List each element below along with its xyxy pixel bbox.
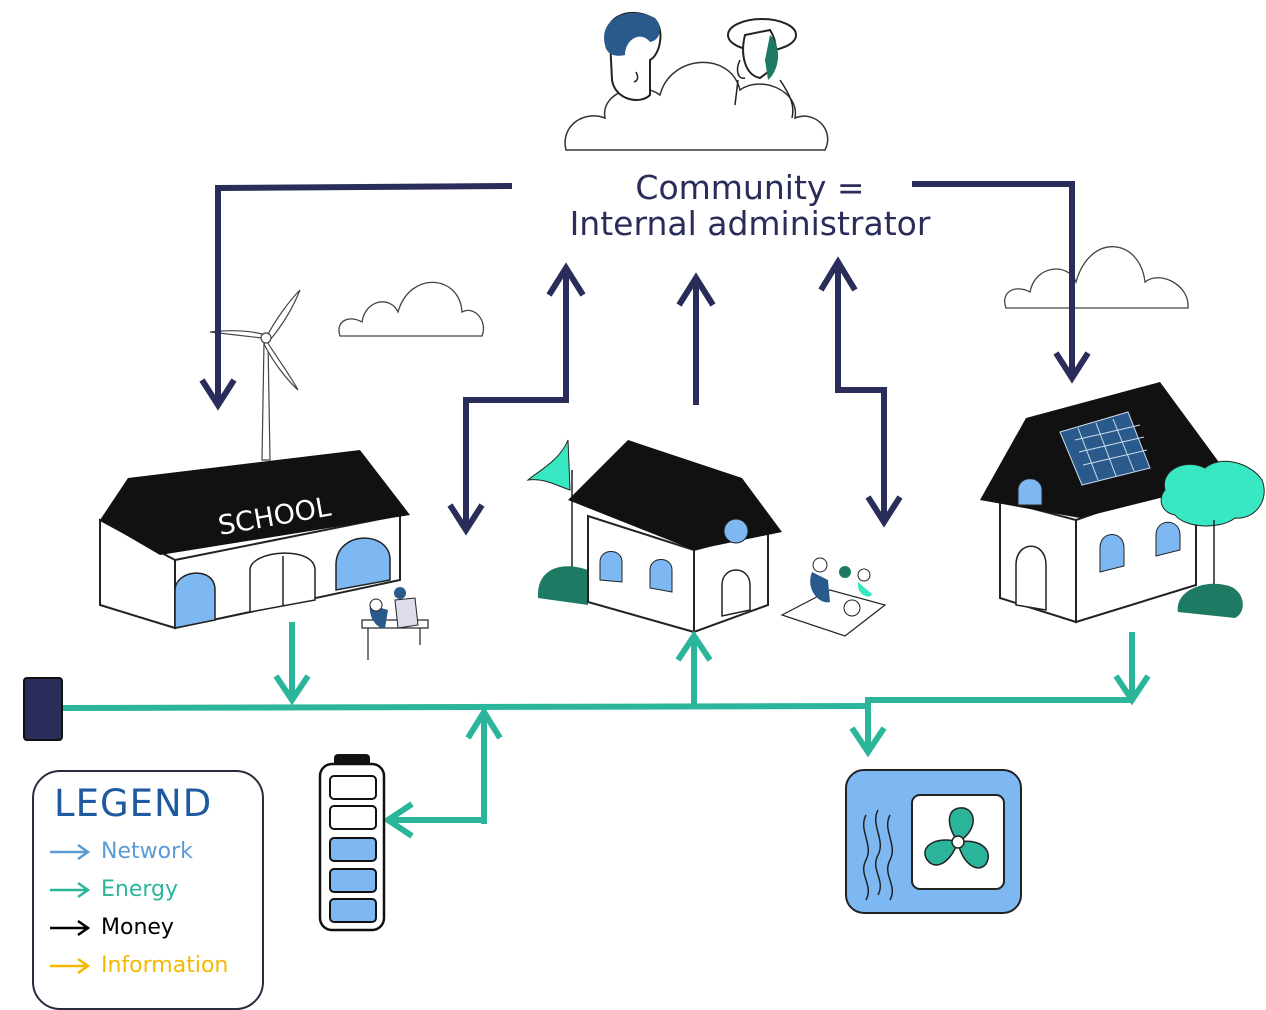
network-arrow-icon xyxy=(50,843,91,861)
legend-item-network: Network xyxy=(48,837,193,867)
information-arrow-icon xyxy=(50,957,91,975)
legend-item-money: Money xyxy=(48,913,174,943)
legend-label-money: Money xyxy=(101,915,174,940)
energy-network xyxy=(61,622,1151,839)
legend-label-information: Information xyxy=(101,953,229,978)
energy-bus xyxy=(61,703,869,711)
money-arrow-icon xyxy=(50,919,91,937)
legend: LEGEND Network Energy Money Information xyxy=(32,770,264,1010)
school-building: SCHOOL xyxy=(99,450,410,630)
title-line-1: Community = xyxy=(635,168,865,207)
legend-label-network: Network xyxy=(101,839,193,864)
wind-turbine xyxy=(209,289,301,461)
title-line-2: Internal administrator xyxy=(569,204,931,243)
legend-item-energy: Energy xyxy=(48,875,178,905)
arrow-middle-right xyxy=(835,262,887,522)
community-people-illustration xyxy=(564,11,829,151)
energy-arrow-icon xyxy=(50,881,91,899)
arrow-to-school xyxy=(215,183,513,405)
middle-house xyxy=(526,439,782,634)
arrow-to-school-head xyxy=(199,378,237,411)
legend-title: LEGEND xyxy=(54,782,213,825)
community-title: Community = Internal administrator xyxy=(540,170,960,242)
legend-item-information: Information xyxy=(48,951,228,981)
right-house xyxy=(980,382,1265,624)
legend-label-energy: Energy xyxy=(101,877,179,902)
grid-connection-box xyxy=(23,677,63,741)
battery-icon xyxy=(318,754,386,932)
cloud-left xyxy=(338,281,485,337)
cloud-right xyxy=(1004,246,1189,309)
arrow-to-right-house xyxy=(912,181,1075,378)
picnic-people xyxy=(780,557,887,637)
arrow-middle-left xyxy=(463,268,569,530)
heat-pump-icon xyxy=(845,769,1022,914)
people-on-bench xyxy=(361,587,429,660)
community-arrows xyxy=(199,181,1091,536)
